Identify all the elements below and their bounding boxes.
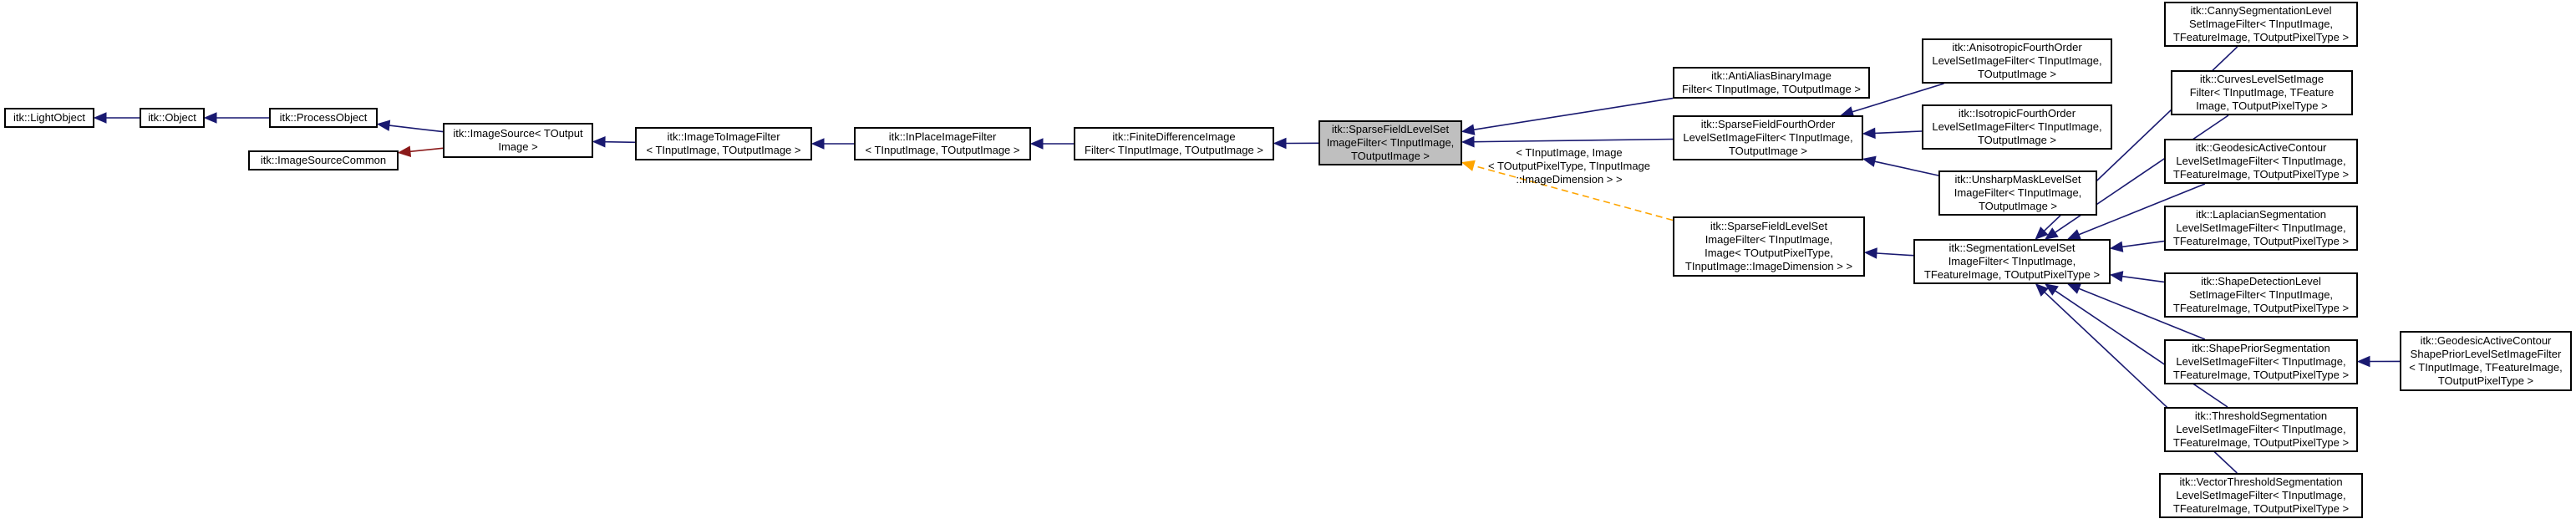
edge-arrowhead-20 bbox=[2066, 283, 2082, 294]
edge-arrowhead-15 bbox=[2035, 226, 2049, 240]
node-sparse-field-fourth-order-level-set[interactable]: itk::SparseFieldFourthOrder LevelSetImag… bbox=[1673, 115, 1863, 160]
node-geodesic-active-contour-shape-prior-level-set[interactable]: itk::GeodesicActiveContour ShapePriorLev… bbox=[2400, 331, 2572, 391]
edge-arrowhead-17 bbox=[2066, 229, 2082, 240]
edge-arrowhead-7 bbox=[1273, 137, 1287, 150]
edge-public-11 bbox=[1852, 83, 1944, 113]
edge-public-9 bbox=[1473, 138, 1674, 143]
node-sparse-field-level-set-instantiation[interactable]: itk::SparseFieldLevelSet ImageFilter< TI… bbox=[1673, 216, 1865, 277]
node-curves-level-set-image-filter[interactable]: itk::CurvesLevelSetImage Filter< TInputI… bbox=[2171, 70, 2353, 115]
edge-arrowhead-4 bbox=[592, 135, 606, 148]
edge-arrowhead-3 bbox=[397, 145, 412, 158]
node-sparse-field-level-set-image-filter: itk::SparseFieldLevelSet ImageFilter< TI… bbox=[1318, 120, 1462, 165]
node-anti-alias-binary-image-filter[interactable]: itk::AntiAliasBinaryImage Filter< TInput… bbox=[1673, 67, 1870, 99]
node-threshold-segmentation-level-set[interactable]: itk::ThresholdSegmentation LevelSetImage… bbox=[2164, 407, 2358, 452]
edge-arrowhead-23 bbox=[2356, 355, 2370, 368]
node-process-object[interactable]: itk::ProcessObject bbox=[269, 108, 378, 128]
edge-template-10 bbox=[1473, 165, 1674, 221]
edge-public-17 bbox=[2078, 183, 2206, 236]
edge-arrowhead-10 bbox=[1461, 160, 1476, 171]
node-canny-segmentation-level-set[interactable]: itk::CannySegmentationLevel SetImageFilt… bbox=[2164, 2, 2358, 47]
node-geodesic-active-contour-level-set[interactable]: itk::GeodesicActiveContour LevelSetImage… bbox=[2164, 139, 2358, 184]
node-segmentation-level-set-image-filter[interactable]: itk::SegmentationLevelSet ImageFilter< T… bbox=[1913, 239, 2111, 284]
node-shape-prior-segmentation-level-set[interactable]: itk::ShapePriorSegmentation LevelSetImag… bbox=[2164, 339, 2358, 384]
edge-public-21 bbox=[2055, 290, 2228, 408]
edge-public-18 bbox=[2121, 240, 2165, 248]
edge-public-14 bbox=[1876, 252, 1914, 257]
edge-arrowhead-1 bbox=[203, 112, 217, 124]
edge-arrowhead-22 bbox=[2035, 283, 2049, 297]
node-image-to-image-filter[interactable]: itk::ImageToImageFilter < TInputImage, T… bbox=[635, 127, 812, 160]
node-finite-difference-image-filter[interactable]: itk::FiniteDifferenceImage Filter< TInpu… bbox=[1074, 127, 1274, 160]
node-object[interactable]: itk::Object bbox=[140, 108, 205, 128]
edge-arrowhead-16 bbox=[2044, 227, 2059, 240]
edge-arrowhead-12 bbox=[1862, 127, 1876, 140]
edge-arrowhead-5 bbox=[810, 138, 825, 150]
node-anisotropic-fourth-order-level-set[interactable]: itk::AnisotropicFourthOrder LevelSetImag… bbox=[1922, 38, 2112, 84]
edge-public-8 bbox=[1473, 97, 1674, 130]
node-shape-detection-level-set[interactable]: itk::ShapeDetectionLevel SetImageFilter<… bbox=[2164, 272, 2358, 318]
edge-arrowhead-2 bbox=[376, 120, 391, 131]
node-image-source-common[interactable]: itk::ImageSourceCommon bbox=[248, 150, 399, 170]
edge-arrowhead-13 bbox=[1862, 155, 1877, 167]
edge-public-12 bbox=[1874, 130, 1923, 135]
node-unsharp-mask-level-set[interactable]: itk::UnsharpMaskLevelSet ImageFilter< TI… bbox=[1938, 170, 2097, 216]
edge-arrowhead-21 bbox=[2044, 283, 2059, 296]
edge-arrowhead-14 bbox=[1863, 247, 1877, 259]
edge-arrowhead-0 bbox=[93, 112, 107, 124]
node-isotropic-fourth-order-level-set[interactable]: itk::IsotropicFourthOrder LevelSetImageF… bbox=[1922, 104, 2112, 150]
node-image-source[interactable]: itk::ImageSource< TOutput Image > bbox=[443, 123, 593, 158]
edge-arrowhead-8 bbox=[1461, 124, 1476, 135]
template-edge-label: < TInputImage, Image < TOutputPixelType,… bbox=[1487, 146, 1651, 186]
edge-protected-3 bbox=[409, 147, 444, 153]
edge-arrowhead-6 bbox=[1029, 138, 1044, 150]
edge-public-13 bbox=[1874, 160, 1939, 176]
edge-public-4 bbox=[604, 140, 636, 144]
node-in-place-image-filter[interactable]: itk::InPlaceImageFilter < TInputImage, T… bbox=[854, 127, 1031, 160]
node-light-object[interactable]: itk::LightObject bbox=[4, 108, 94, 128]
node-vector-threshold-segmentation-level-set[interactable]: itk::VectorThresholdSegmentation LevelSe… bbox=[2159, 473, 2363, 518]
edge-public-20 bbox=[2078, 287, 2206, 340]
edge-public-2 bbox=[389, 125, 444, 133]
edge-public-19 bbox=[2121, 275, 2165, 283]
edge-arrowhead-18 bbox=[2109, 241, 2124, 252]
edge-arrowhead-9 bbox=[1461, 135, 1475, 148]
node-laplacian-segmentation-level-set[interactable]: itk::LaplacianSegmentation LevelSetImage… bbox=[2164, 206, 2358, 251]
edge-arrowhead-19 bbox=[2109, 271, 2124, 282]
